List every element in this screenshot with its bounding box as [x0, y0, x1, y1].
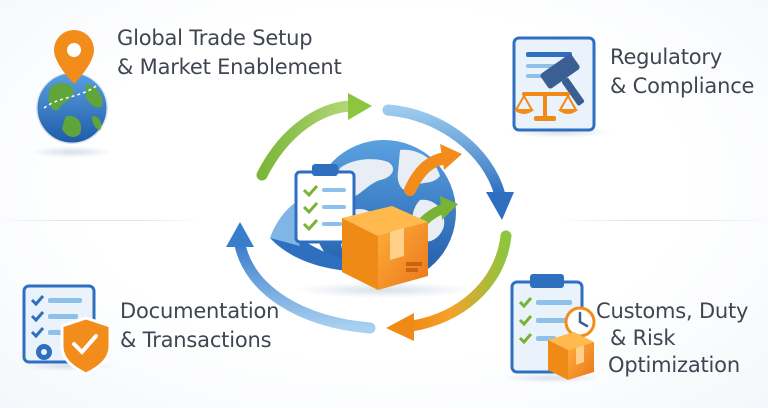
- label-br-line3: Optimization: [608, 353, 740, 377]
- label-tl-line2: & Market Enablement: [117, 55, 342, 79]
- label-tr-line2: & Compliance: [610, 74, 755, 98]
- label-tr-line1: Regulatory: [610, 45, 723, 69]
- label-br-line2: & Risk: [610, 326, 676, 350]
- gavel-and-scales-document-icon: [508, 36, 612, 138]
- arrow-head-top: [348, 93, 372, 120]
- checklist-document-with-shield-icon: [22, 284, 114, 376]
- label-bl-line2: & Transactions: [120, 328, 272, 352]
- arrow-head-right: [486, 192, 514, 220]
- arrow-head-bottom: [386, 313, 414, 341]
- left-divider-line: [0, 220, 200, 221]
- arrow-head-left: [226, 222, 254, 247]
- globe-with-location-pin-icon: [30, 30, 114, 158]
- label-br-line1: Customs, Duty: [596, 299, 749, 323]
- label-customs-duty-risk: Customs, Duty & Risk Optimization: [596, 298, 748, 379]
- clipboard-with-box-and-clock-icon: [502, 274, 602, 383]
- label-global-trade-setup: Global Trade Setup & Market Enablement: [117, 24, 342, 82]
- right-divider-line: [560, 220, 768, 221]
- label-regulatory-compliance: Regulatory & Compliance: [610, 43, 754, 101]
- label-tl-line1: Global Trade Setup: [117, 26, 313, 50]
- cycle-arrows: [226, 93, 514, 341]
- label-documentation-transactions: Documentation & Transactions: [120, 297, 279, 355]
- label-bl-line1: Documentation: [120, 299, 280, 323]
- center-globe-box-icon: [270, 140, 474, 298]
